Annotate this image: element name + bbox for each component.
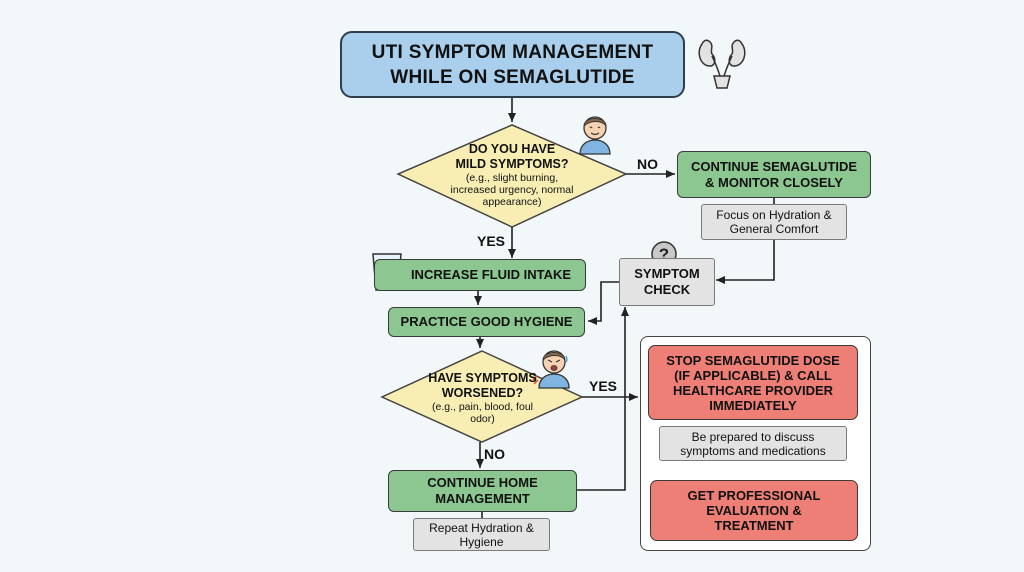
focus-hydration-note: Focus on Hydration & General Comfort [701, 204, 847, 240]
be-prepared-line-2: symptoms and medications [680, 443, 826, 458]
label-yes-worse: YES [589, 378, 618, 394]
continue-semaglutide-box: CONTINUE SEMAGLUTIDE & MONITOR CLOSELY [677, 151, 871, 198]
distressed-person-icon [532, 350, 570, 389]
stop-dose-box: STOP SEMAGLUTIDE DOSE (IF APPLICABLE) & … [648, 345, 858, 420]
focus-line-2: General Comfort [729, 222, 819, 236]
decision-mild-sub-1: (e.g., slight burning, [465, 172, 559, 184]
increase-fluid-box: INCREASE FLUID INTAKE [374, 259, 586, 291]
decision-worse-sub-2: odor) [470, 413, 495, 425]
continue-home-line-2: MANAGEMENT [435, 491, 530, 506]
kidneys-icon [698, 39, 746, 89]
stop-dose-line-4: IMMEDIATELY [709, 397, 797, 413]
decision-mild-sub-2: increased urgency, normal [450, 184, 574, 196]
title-line-1: UTI SYMPTOM MANAGEMENT [371, 41, 654, 63]
symptom-check-line-1: SYMPTOM [634, 266, 700, 281]
label-yes-mild: YES [477, 233, 506, 249]
calm-person-icon [579, 116, 611, 155]
focus-line-1: Focus on Hydration & [716, 208, 832, 222]
title-box: UTI SYMPTOM MANAGEMENT WHILE ON SEMAGLUT… [340, 31, 685, 98]
decision-mild-line-1: DO YOU HAVE [468, 142, 556, 156]
symptom-check-box: SYMPTOM CHECK [619, 258, 715, 306]
decision-worse-sub-1: (e.g., pain, blood, foul [432, 401, 533, 413]
label-no-worse: NO [484, 446, 505, 462]
professional-line-1: GET PROFESSIONAL [687, 488, 821, 503]
increase-fluid-label: INCREASE FLUID INTAKE [410, 267, 572, 282]
label-no-mild: NO [637, 156, 658, 172]
symptom-check-line-2: CHECK [643, 282, 691, 297]
practice-hygiene-box: PRACTICE GOOD HYGIENE [388, 307, 585, 337]
be-prepared-note: Be prepared to discuss symptoms and medi… [659, 426, 847, 461]
continue-semaglutide-line-1: CONTINUE SEMAGLUTIDE [690, 158, 858, 174]
professional-evaluation-box: GET PROFESSIONAL EVALUATION & TREATMENT [650, 480, 858, 541]
repeat-line-2: Hygiene [459, 534, 504, 549]
stop-dose-line-1: STOP SEMAGLUTIDE DOSE [666, 352, 840, 368]
decision-mild-sub-3: appearance) [482, 196, 542, 208]
decision-worse-text: HAVE SYMPTOMS WORSENED? (e.g., pain, blo… [405, 368, 560, 428]
decision-mild-line-2: MILD SYMPTOMS? [455, 157, 569, 171]
professional-line-3: TREATMENT [714, 518, 794, 533]
continue-home-line-1: CONTINUE HOME [427, 475, 538, 490]
repeat-hydration-note: Repeat Hydration & Hygiene [413, 518, 550, 551]
continue-home-box: CONTINUE HOME MANAGEMENT [388, 470, 577, 512]
svg-text:?: ? [659, 245, 669, 264]
continue-semaglutide-line-2: & MONITOR CLOSELY [705, 174, 843, 190]
professional-line-2: EVALUATION & [706, 503, 802, 518]
be-prepared-line-1: Be prepared to discuss [691, 429, 815, 444]
decision-mild-text: DO YOU HAVE MILD SYMPTOMS? (e.g., slight… [420, 140, 604, 210]
repeat-line-1: Repeat Hydration & [429, 520, 534, 535]
title-line-2: WHILE ON SEMAGLUTIDE [390, 66, 635, 88]
decision-worse-line-1: HAVE SYMPTOMS [428, 371, 537, 385]
stop-dose-line-3: HEALTHCARE PROVIDER [672, 382, 834, 398]
decision-worse-line-2: WORSENED? [441, 386, 524, 400]
stop-dose-line-2: (IF APPLICABLE) & CALL [674, 367, 832, 383]
practice-hygiene-label: PRACTICE GOOD HYGIENE [400, 314, 573, 329]
